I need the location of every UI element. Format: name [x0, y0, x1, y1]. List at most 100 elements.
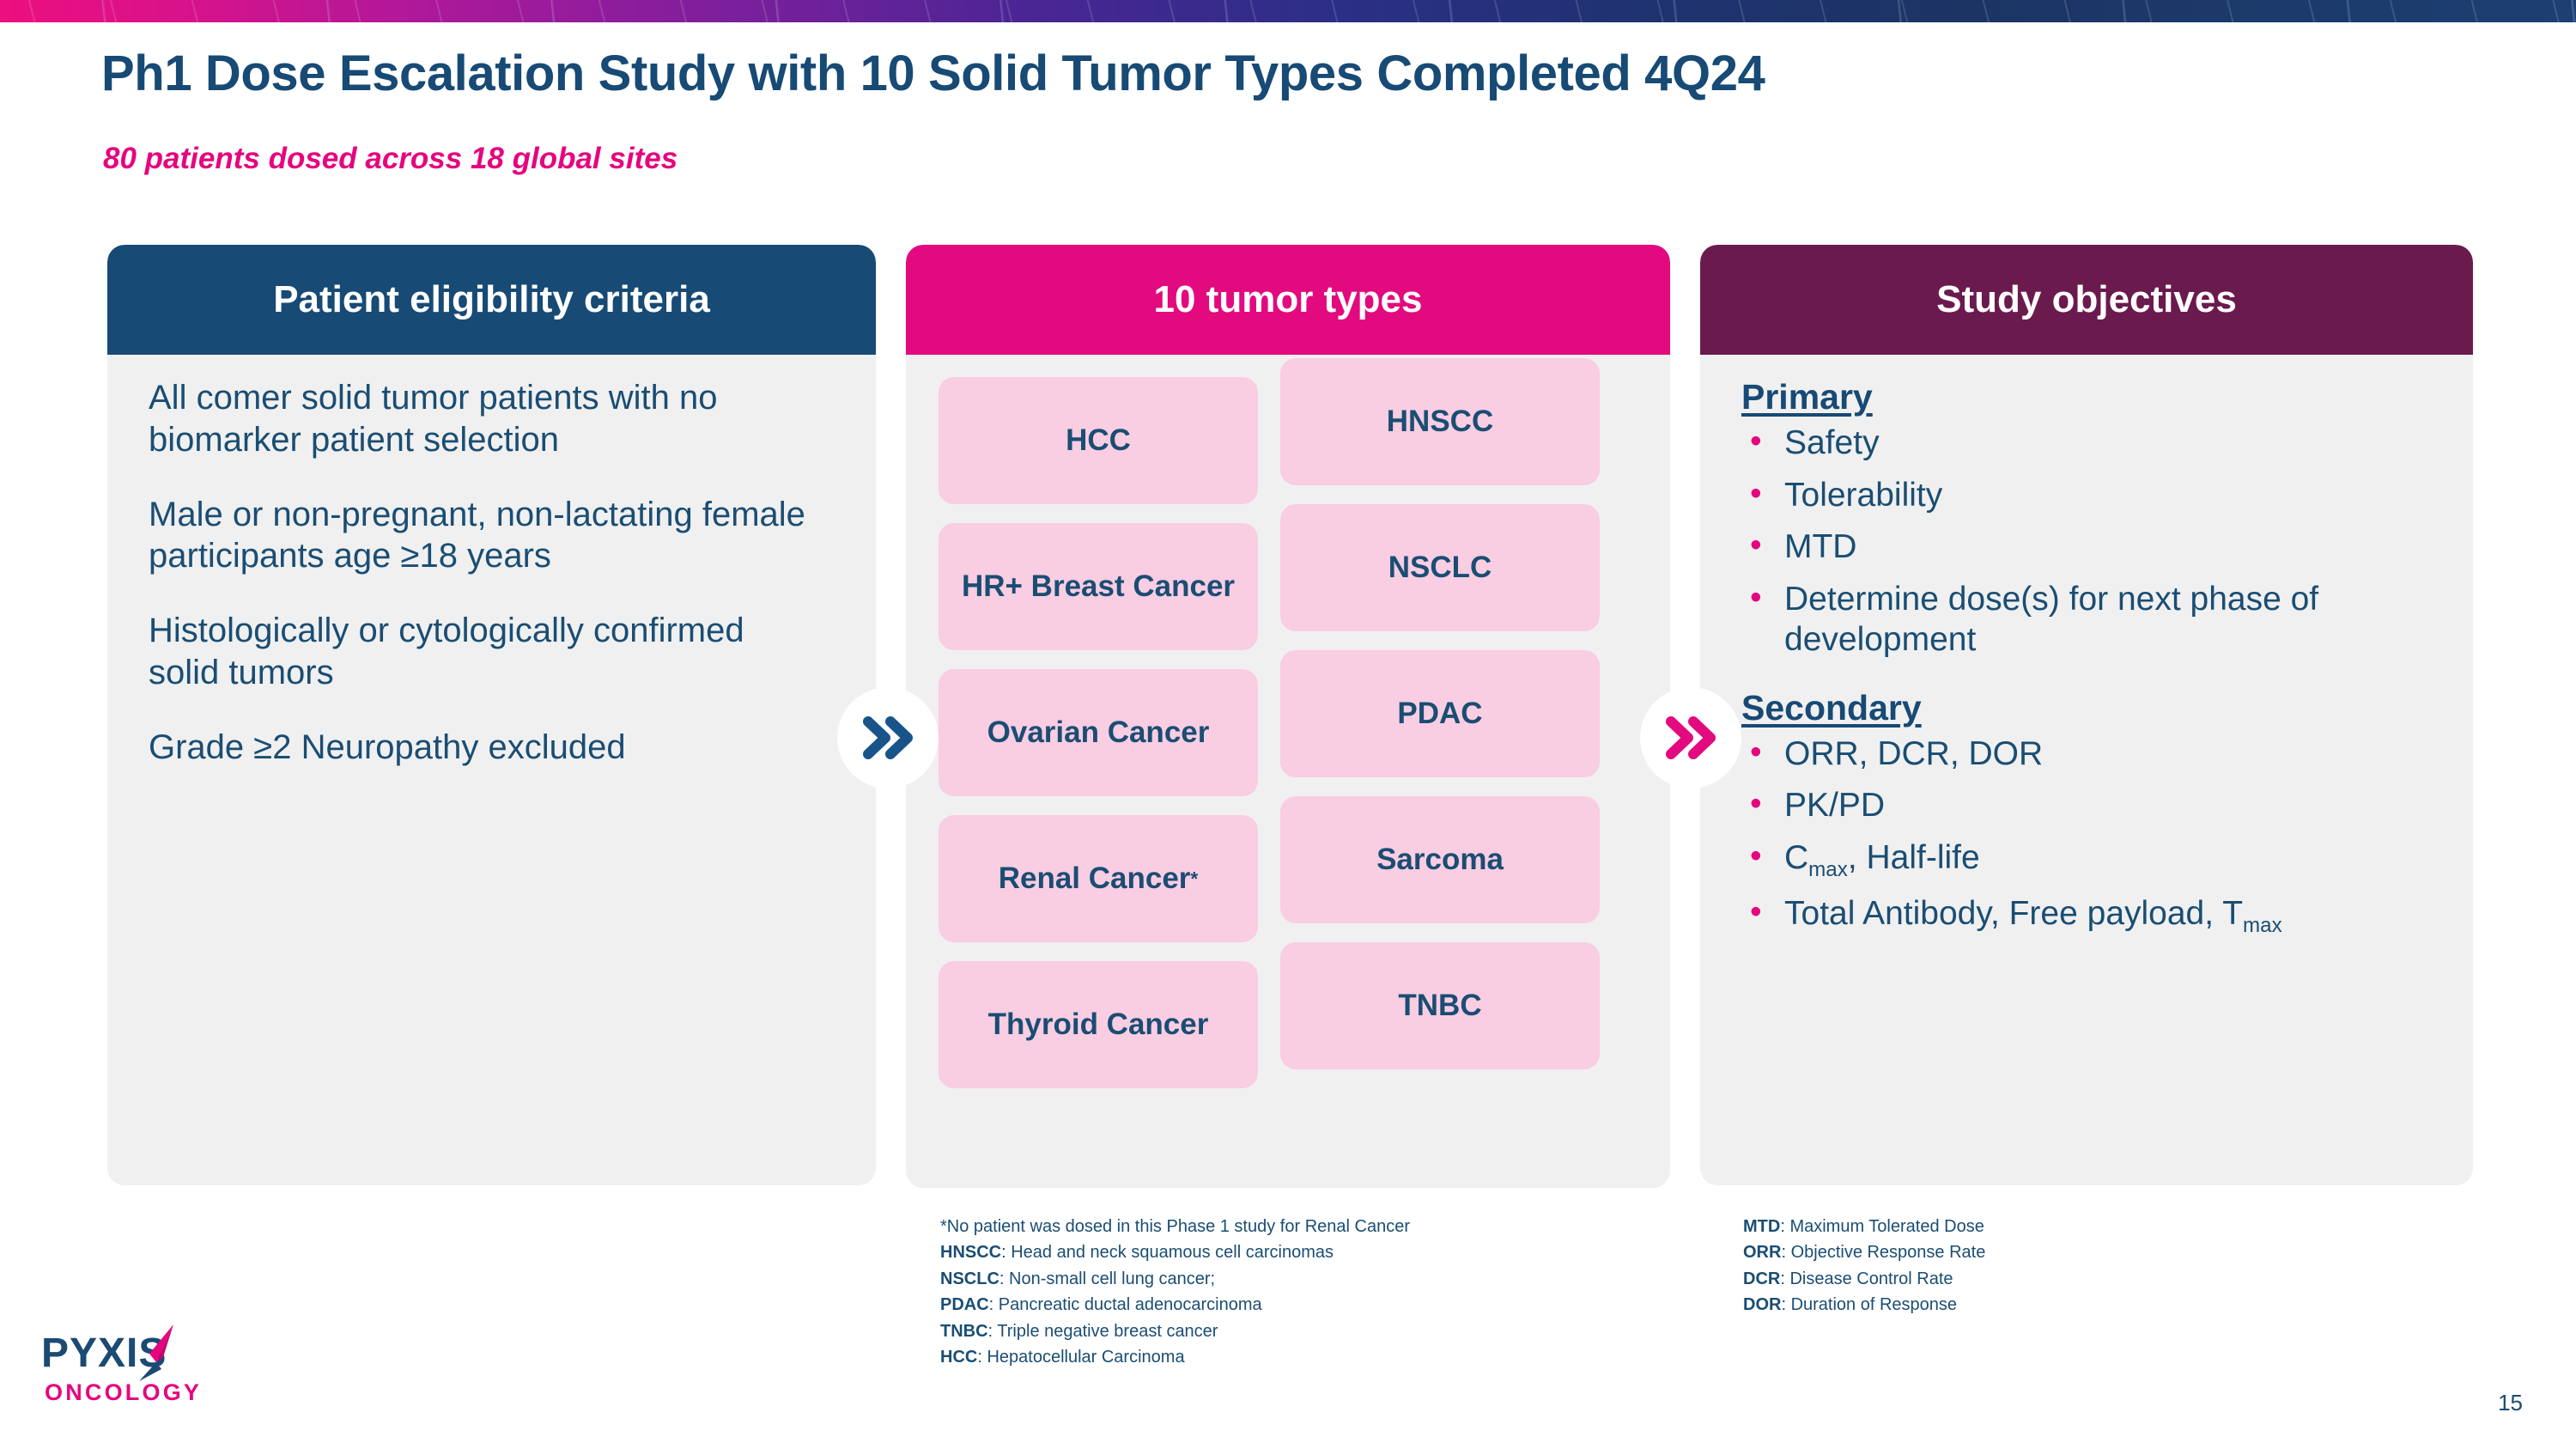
footnote-text: : Triple negative breast cancer	[987, 1321, 1218, 1341]
eligibility-item: All comer solid tumor patients with no b…	[149, 379, 718, 459]
objective-text-tail: , Half-life	[1847, 839, 1980, 877]
page-number: 15	[2498, 1390, 2523, 1416]
objective-item: ORR, DCR, DOR	[1745, 732, 2397, 775]
logo-subtext: ONCOLOGY	[45, 1379, 203, 1405]
footnote-text: : Maximum Tolerated Dose	[1780, 1217, 1984, 1236]
footnote-line: TNBC: Triple negative breast cancer	[940, 1318, 1410, 1344]
footnote-text: : Non-small cell lung cancer;	[999, 1269, 1216, 1288]
tumor-column-left: HCC HR+ Breast Cancer Ovarian Cancer Ren…	[939, 377, 1258, 1088]
eligibility-item: Male or non-pregnant, non-lactating fema…	[149, 495, 805, 575]
footnote-key: DOR	[1743, 1295, 1782, 1315]
objectives-secondary-heading: Secondary	[1741, 687, 1922, 728]
top-gradient-banner	[0, 0, 2576, 22]
footnote-line: PDAC: Pancreatic ductal adenocarcinoma	[940, 1292, 1410, 1318]
footnote-text: : Disease Control Rate	[1780, 1269, 1953, 1288]
objective-text: PK/PD	[1784, 787, 1886, 825]
compass-needle-icon	[139, 1324, 173, 1381]
footnote-key: DCR	[1743, 1269, 1781, 1288]
tumor-box: HR+ Breast Cancer	[939, 523, 1258, 650]
tumor-label: NSCLC	[1388, 551, 1492, 585]
tumor-label: Sarcoma	[1376, 843, 1504, 877]
panel-patient-eligibility: Patient eligibility criteria All comer s…	[107, 245, 876, 1185]
panel-title-eligibility: Patient eligibility criteria	[273, 278, 710, 320]
objective-subscript: max	[2243, 914, 2282, 938]
logo-wordmark: PYXIS	[41, 1330, 167, 1376]
tumor-type-grid: HCC HR+ Breast Cancer Ovarian Cancer Ren…	[914, 358, 1662, 1088]
objective-text: C	[1784, 839, 1809, 877]
tumor-box: Renal Cancer*	[939, 815, 1258, 942]
panel-body-objectives: Primary Safety Tolerability MTD Determin…	[1700, 355, 2473, 979]
objectives-secondary-list: ORR, DCR, DOR PK/PD Cmax, Half-life Tota…	[1745, 732, 2444, 939]
tumor-label: HNSCC	[1386, 405, 1494, 439]
page-subtitle: 80 patients dosed across 18 global sites	[103, 142, 678, 175]
tumor-label: PDAC	[1397, 697, 1483, 731]
tumor-box: HCC	[939, 377, 1258, 504]
tumor-label: HR+ Breast Cancer	[961, 569, 1236, 604]
footnote-key: HNSCC	[940, 1243, 1002, 1263]
footnote-key: MTD	[1743, 1217, 1781, 1236]
pyxis-oncology-logo: PYXIS ONCOLOGY	[41, 1324, 239, 1426]
footnote-line: MTD: Maximum Tolerated Dose	[1743, 1214, 1985, 1239]
footnote-key: NSCLC	[940, 1269, 999, 1288]
panel-header-tumors: 10 tumor types	[906, 245, 1670, 355]
tumor-label: Renal Cancer	[998, 861, 1191, 896]
panel-study-objectives: Study objectives Primary Safety Tolerabi…	[1700, 245, 2473, 1185]
tumor-box: PDAC	[1280, 650, 1600, 777]
footnote-key: HCC	[940, 1347, 978, 1367]
footnote-text: *No patient was dosed in this Phase 1 st…	[940, 1217, 1410, 1236]
objective-text: Total Antibody, Free payload, T	[1784, 895, 2244, 933]
footnotes-tumors: *No patient was dosed in this Phase 1 st…	[940, 1214, 1410, 1370]
panel-body-tumors: HCC HR+ Breast Cancer Ovarian Cancer Ren…	[906, 355, 1670, 1088]
tumor-box: Thyroid Cancer	[939, 961, 1258, 1088]
panel-body-eligibility: All comer solid tumor patients with no b…	[107, 355, 876, 798]
footnote-text: : Duration of Response	[1781, 1295, 1958, 1315]
panel-title-tumors: 10 tumor types	[1153, 278, 1423, 320]
objective-item: Determine dose(s) for next phase of deve…	[1745, 577, 2397, 661]
footnote-line: *No patient was dosed in this Phase 1 st…	[940, 1214, 1410, 1239]
objectives-primary-list: Safety Tolerability MTD Determine dose(s…	[1745, 421, 2444, 661]
panel-title-objectives: Study objectives	[1936, 278, 2237, 320]
panel-tumor-types: 10 tumor types HCC HR+ Breast Cancer Ova…	[906, 245, 1670, 1188]
footnote-text: : Head and neck squamous cell carcinomas	[1001, 1243, 1334, 1263]
tumor-box: NSCLC	[1280, 504, 1600, 631]
tumor-label: HCC	[1066, 423, 1131, 458]
footnote-key: TNBC	[940, 1321, 988, 1341]
footnote-text: : Objective Response Rate	[1781, 1243, 1986, 1263]
chevron-right-navy-icon	[837, 687, 939, 788]
panel-header-eligibility: Patient eligibility criteria	[107, 245, 876, 355]
objective-item: MTD	[1745, 525, 2397, 568]
objective-item: Total Antibody, Free payload, Tmax	[1745, 892, 2397, 938]
footnote-text: : Pancreatic ductal adenocarcinoma	[988, 1295, 1262, 1315]
tumor-label: TNBC	[1398, 989, 1482, 1023]
footnote-text: : Hepatocellular Carcinoma	[977, 1347, 1185, 1367]
footnote-line: DOR: Duration of Response	[1743, 1292, 1985, 1318]
tumor-footnote-marker: *	[1190, 867, 1199, 890]
panel-header-objectives: Study objectives	[1700, 245, 2473, 355]
objective-item: PK/PD	[1745, 783, 2397, 826]
page-title: Ph1 Dose Escalation Study with 10 Solid …	[101, 46, 1765, 101]
objectives-primary-heading: Primary	[1741, 377, 1873, 417]
objective-text: ORR, DCR, DOR	[1784, 734, 2044, 772]
footnote-key: PDAC	[940, 1295, 989, 1315]
objective-item: Safety	[1745, 421, 2397, 464]
objective-item: Tolerability	[1745, 473, 2397, 516]
footnote-line: DCR: Disease Control Rate	[1743, 1266, 1985, 1292]
banner-streaks-decoration	[0, 0, 2576, 22]
footnote-line: ORR: Objective Response Rate	[1743, 1239, 1985, 1265]
eligibility-item: Histologically or cytologically confirme…	[149, 612, 744, 691]
tumor-box: HNSCC	[1280, 358, 1600, 485]
footnote-line: HCC: Hepatocellular Carcinoma	[940, 1344, 1410, 1370]
footnotes-objectives: MTD: Maximum Tolerated Dose ORR: Objecti…	[1743, 1214, 1985, 1318]
footnote-line: HNSCC: Head and neck squamous cell carci…	[940, 1239, 1410, 1265]
eligibility-item: Grade ≥2 Neuropathy excluded	[149, 728, 626, 766]
objective-subscript: max	[1808, 857, 1848, 881]
tumor-box: TNBC	[1280, 942, 1600, 1069]
footnote-line: NSCLC: Non-small cell lung cancer;	[940, 1266, 1410, 1292]
tumor-label: Ovarian Cancer	[987, 715, 1210, 750]
tumor-box: Sarcoma	[1280, 796, 1600, 923]
tumor-box: Ovarian Cancer	[939, 669, 1258, 796]
chevron-right-pink-icon	[1640, 687, 1741, 788]
tumor-column-right: HNSCC NSCLC PDAC Sarcoma TNBC	[1280, 358, 1600, 1088]
footnote-key: ORR	[1743, 1243, 1782, 1263]
